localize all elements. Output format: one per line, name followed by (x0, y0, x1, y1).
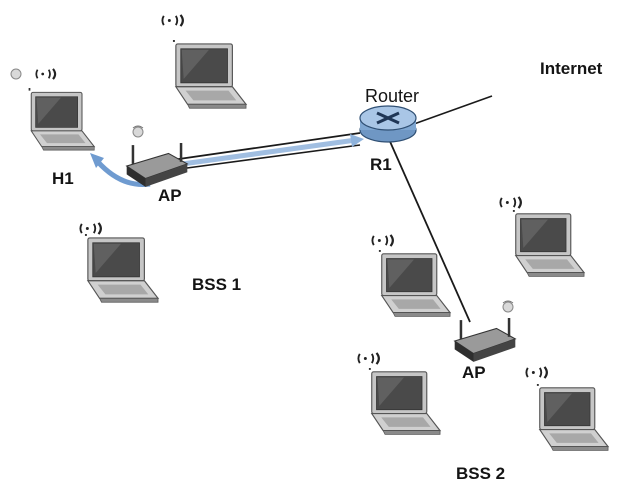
laptop-icon (357, 352, 442, 436)
internet-link (413, 95, 493, 125)
laptop-icon (499, 196, 586, 278)
laptop-icon (525, 366, 610, 452)
internet-label: Internet (540, 59, 603, 78)
ap1-router-link-bottom (171, 144, 361, 171)
ap1-router-link-top (171, 132, 361, 161)
wireless-signal-icon (132, 125, 144, 138)
router-label: Router (365, 86, 420, 106)
ap2-label: AP (462, 363, 486, 382)
wireless-signal-icon (10, 68, 22, 80)
r1-label: R1 (370, 155, 392, 174)
router-icon (359, 105, 417, 143)
laptop-icon (161, 14, 248, 110)
router-ap2-link (387, 136, 471, 323)
laptop-icon-h1 (10, 68, 96, 152)
h1-label: H1 (52, 169, 74, 188)
access-point-icon-bss2 (453, 300, 517, 364)
laptop-icon (371, 234, 452, 318)
access-point-icon-bss1 (125, 125, 189, 189)
wireless-signal-icon (502, 300, 514, 313)
bss1-label: BSS 1 (192, 275, 242, 294)
laptop-icon (79, 222, 160, 304)
bss2-label: BSS 2 (456, 464, 506, 483)
ap1-label: AP (158, 186, 182, 205)
